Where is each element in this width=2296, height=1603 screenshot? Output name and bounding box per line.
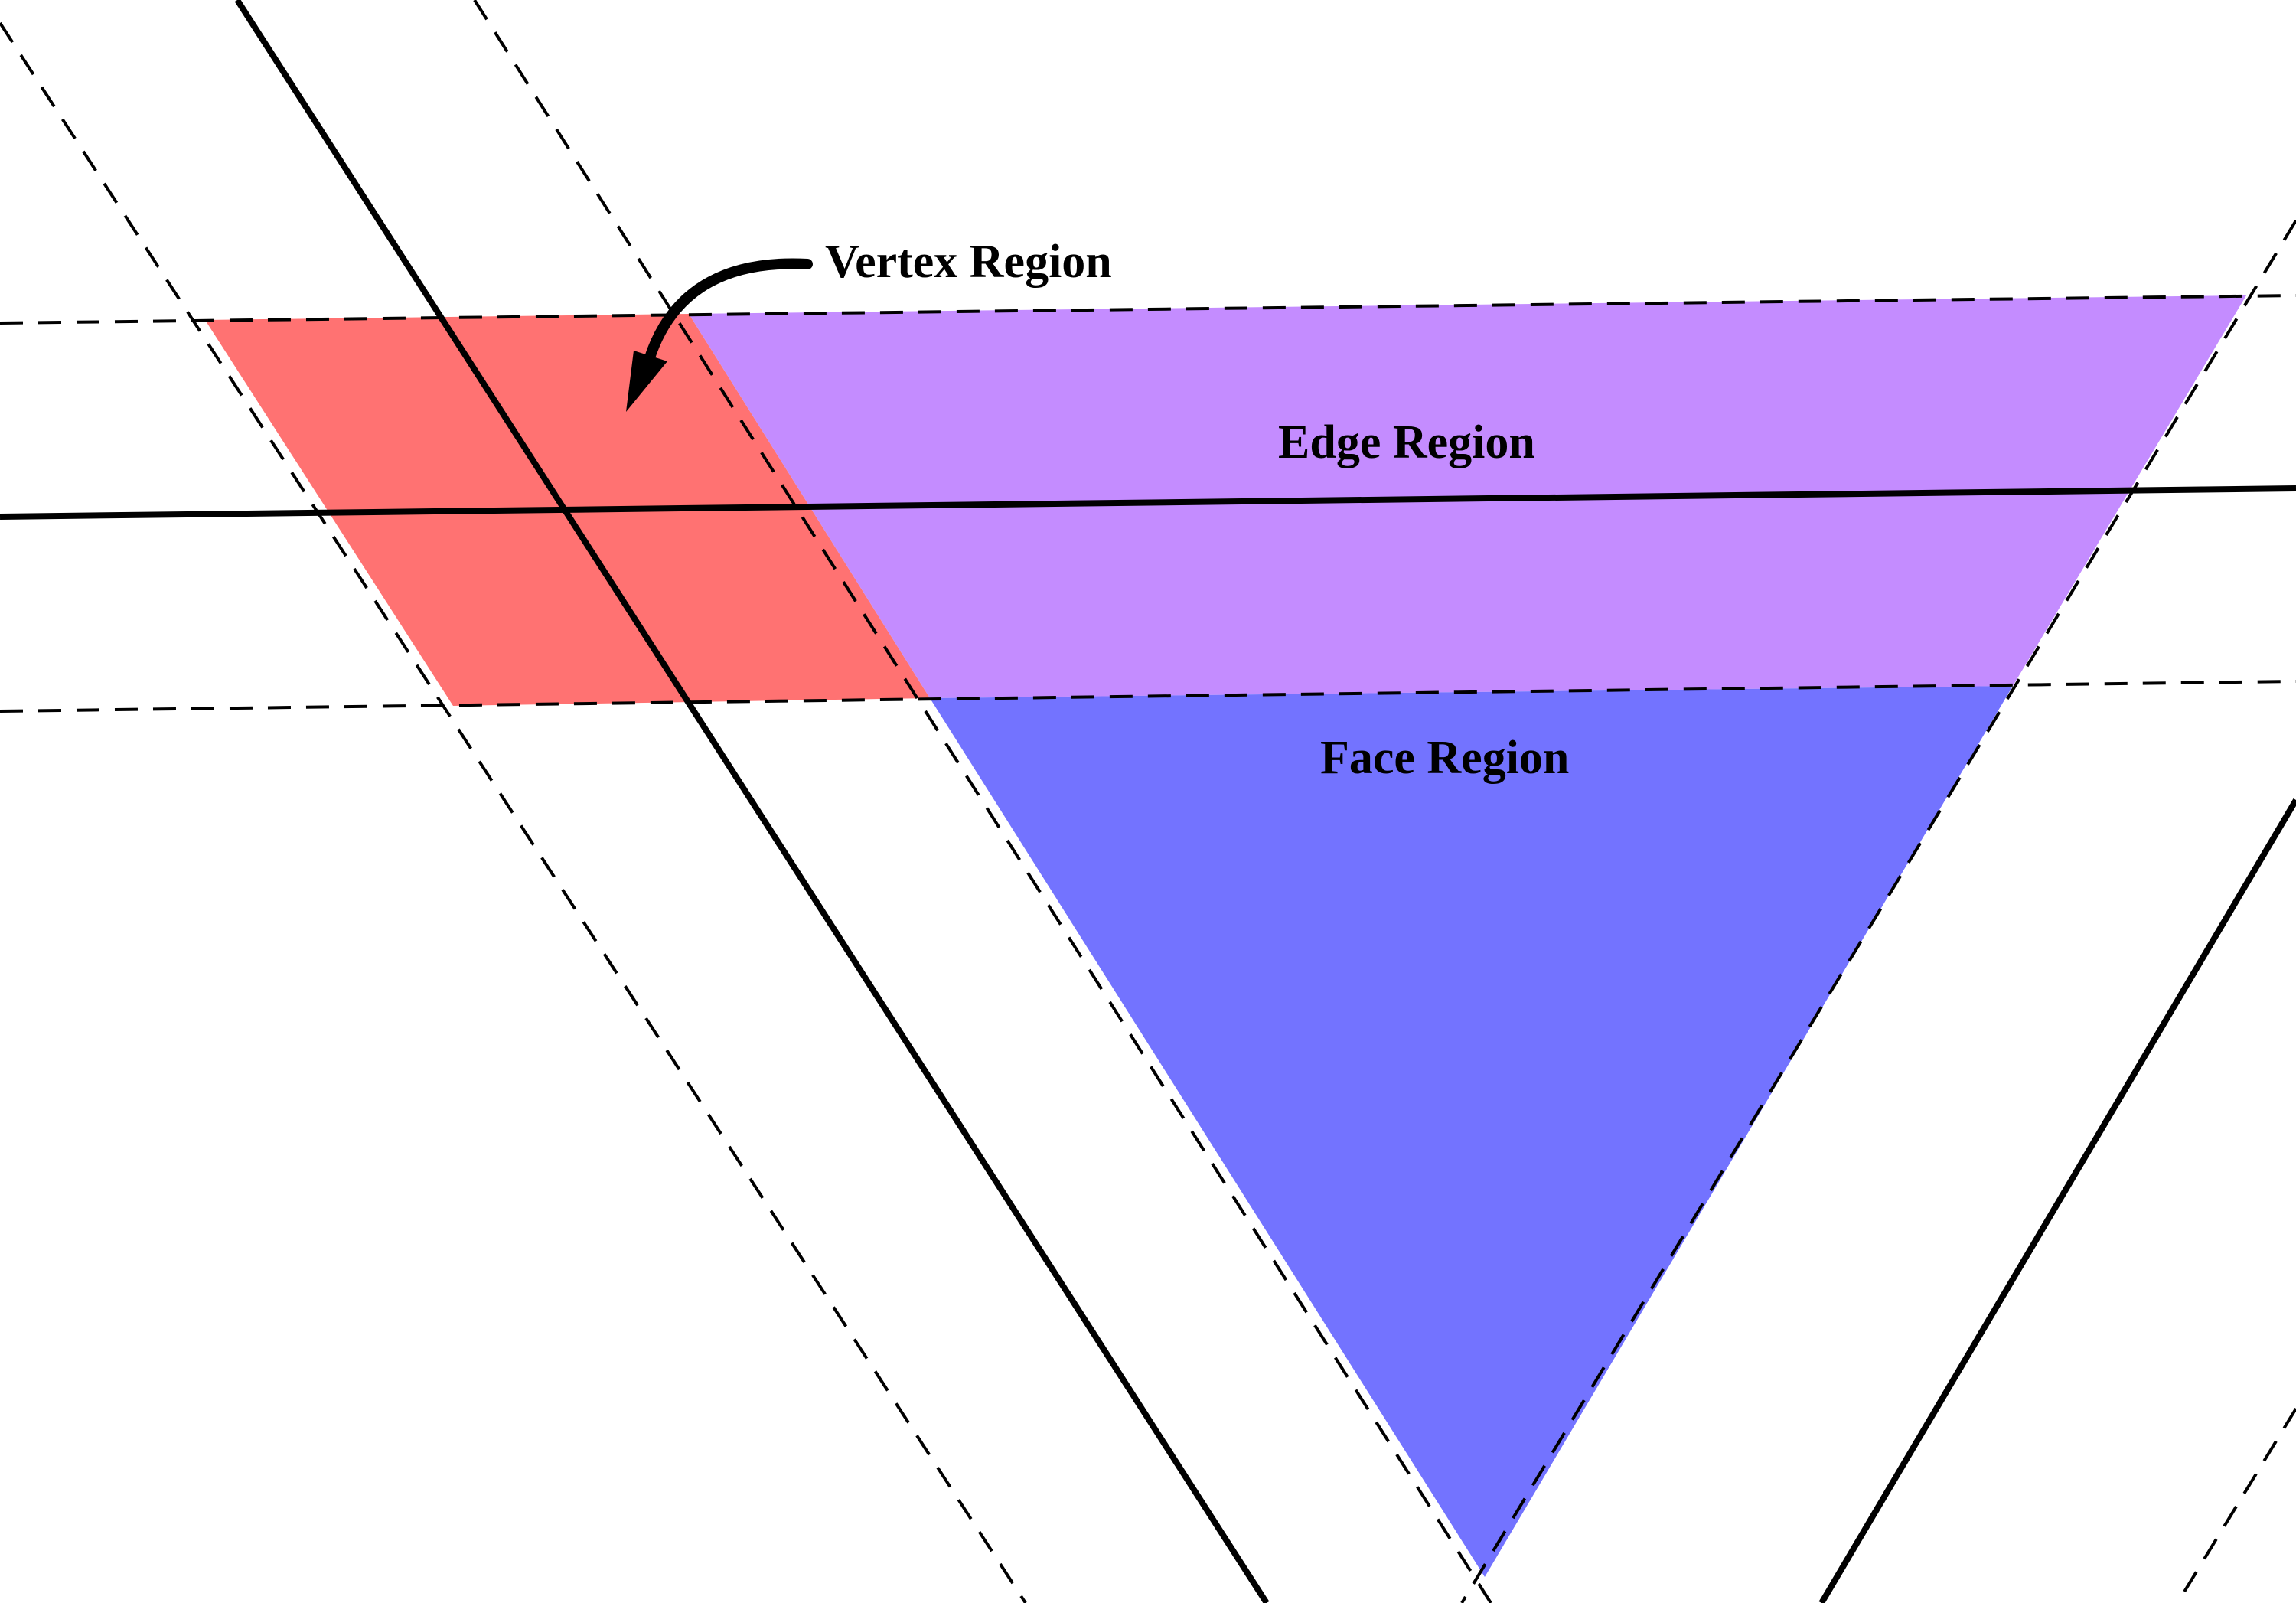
vertex-region-label: Vertex Region (825, 236, 1112, 288)
dashed-boundary-top (0, 294, 2296, 325)
dashed-boundary-bottom (0, 680, 2296, 713)
solid-line-diagonal-left (234, 0, 1270, 1603)
solid-line-horizontal (0, 485, 2296, 520)
dashed-boundary-right-outer (2176, 1407, 2296, 1603)
vertex-arrow-head (626, 351, 667, 412)
vertex-arrow-curve (644, 258, 813, 365)
dashed-boundary-left-inner (473, 0, 1492, 1603)
face-region-label: Face Region (1320, 732, 1569, 784)
dashed-boundary-left-outer (0, 21, 1027, 1603)
face-region (930, 686, 2013, 1577)
edge-region-label: Edge Region (1278, 416, 1535, 468)
solid-line-diagonal-right (1818, 798, 2296, 1603)
dashed-boundary-right-inner (1460, 219, 2296, 1603)
